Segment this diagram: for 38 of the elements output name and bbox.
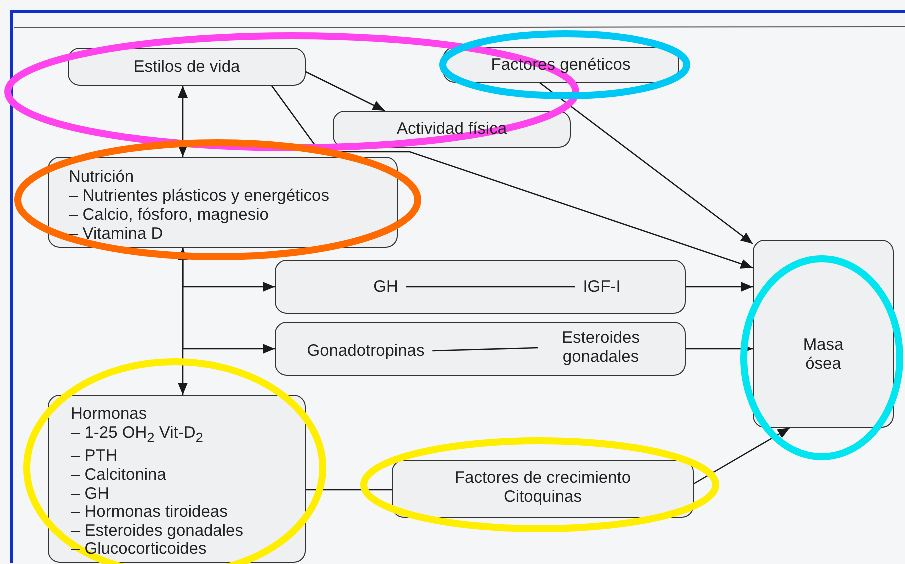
arrow <box>182 248 275 354</box>
arrow <box>178 86 188 157</box>
connector-line <box>306 489 392 491</box>
list-item: – PTH <box>71 447 119 466</box>
list-item: – Calcio, fósforo, magnesio <box>69 206 270 225</box>
arrow <box>686 282 753 292</box>
process-box <box>48 395 306 563</box>
list-item: – Nutrientes plásticos y energéticos <box>69 187 330 206</box>
node-label: Citoquinas <box>503 488 583 507</box>
process-box <box>753 240 894 428</box>
list-item: – Vitamina D <box>69 225 164 244</box>
arrow <box>686 344 753 354</box>
arrow <box>694 427 790 485</box>
rounded-box <box>275 322 686 376</box>
arrow <box>271 86 754 269</box>
node-label: Factores de crecimiento <box>454 469 632 488</box>
list-item: – 1-25 OH$_{2}$ Vit-D$_{2}$ <box>71 424 204 447</box>
process-box <box>68 48 306 86</box>
list-item: – Calcitonina <box>71 466 168 485</box>
node-label: Estilos de vida <box>134 58 240 76</box>
arrow <box>540 82 754 245</box>
connector-line <box>406 286 576 288</box>
arrow <box>306 71 386 112</box>
list-item: – GH <box>71 484 111 504</box>
node-label: Masa ósea <box>802 336 845 374</box>
process-box <box>48 157 398 248</box>
node-label: Gonadotropinas <box>307 342 425 360</box>
connector-line <box>432 347 538 352</box>
node-label: Esteroides gonadales <box>561 329 641 367</box>
list-item: – Hormonas tiroideas <box>71 503 229 522</box>
process-box <box>392 460 694 518</box>
rounded-box <box>275 260 686 314</box>
heading: Hormonas <box>71 405 148 424</box>
heading: Nutrición <box>69 168 136 187</box>
node-label: GH <box>374 278 398 296</box>
list-item: – Esteroides gonadales <box>71 522 244 540</box>
node-label: IGF-I <box>583 278 621 296</box>
arrow <box>178 248 188 395</box>
